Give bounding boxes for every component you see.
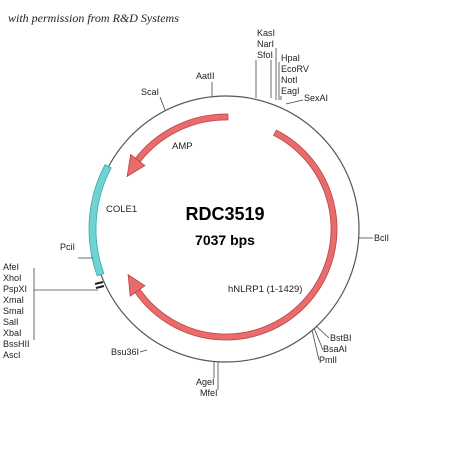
plasmid-backbone (92, 95, 360, 363)
site-label-nari: NarI (257, 39, 274, 49)
cole1-label: COLE1 (106, 204, 137, 215)
site-label-bsaai: BsaAI (323, 344, 347, 354)
site-label-scai: ScaI (141, 87, 159, 97)
site-label-agei: AgeI (196, 377, 215, 387)
site-label-eagi: EagI (281, 86, 300, 96)
site-leader-lines (33, 48, 373, 390)
site-label-bsshii: BssHII (3, 339, 30, 349)
hnlrp1-label: hNLRP1 (1-1429) (228, 284, 302, 295)
site-agei-group: AgeI MfeI (196, 377, 218, 398)
site-label-asci: AscI (3, 350, 21, 360)
amp-label: AMP (172, 141, 193, 152)
plasmid-name: RDC3519 (185, 204, 264, 224)
site-label-ecorv: EcoRV (281, 64, 309, 74)
site-label-smai: SmaI (3, 306, 24, 316)
site-label-kasi: KasI (257, 28, 275, 38)
site-label-xbai: XbaI (3, 328, 22, 338)
site-label-bsu36i: Bsu36I (111, 347, 139, 357)
site-bstbi-group: BstBI BsaAI PmlI (319, 333, 352, 365)
site-afei-group: AfeI XhoI PspXI XmaI SmaI SalI XbaI BssH… (3, 262, 30, 360)
site-label-sexai: SexAI (304, 93, 328, 103)
site-label-bstbi: BstBI (330, 333, 352, 343)
site-label-xhoi: XhoI (3, 273, 22, 283)
site-kasi-group: KasI NarI SfoI (257, 28, 275, 60)
site-label-pmli: PmlI (319, 355, 337, 365)
plasmid-size: 7037 bps (195, 232, 255, 248)
cole1-feature-arc (88, 164, 112, 277)
site-hpai-group: HpaI EcoRV NotI EagI (281, 53, 309, 96)
site-label-aatii: AatII (196, 71, 215, 81)
amp-feature-arrowhead (126, 153, 146, 178)
site-label-sali: SalI (3, 317, 19, 327)
site-label-pspxi: PspXI (3, 284, 27, 294)
site-label-pcii: PciI (60, 242, 75, 252)
site-label-afei: AfeI (3, 262, 19, 272)
site-label-xmai: XmaI (3, 295, 24, 305)
mcs-site-marks (94, 281, 105, 289)
permission-note: with permission from R&D Systems (8, 11, 179, 25)
site-label-hpai: HpaI (281, 53, 300, 63)
amp-feature-arc (134, 113, 229, 163)
site-label-bcli: BclI (374, 233, 389, 243)
site-label-mfei: MfeI (200, 388, 218, 398)
site-label-sfoi: SfoI (257, 50, 273, 60)
site-label-noti: NotI (281, 75, 298, 85)
hnlrp1-feature-arrowhead (127, 273, 146, 297)
